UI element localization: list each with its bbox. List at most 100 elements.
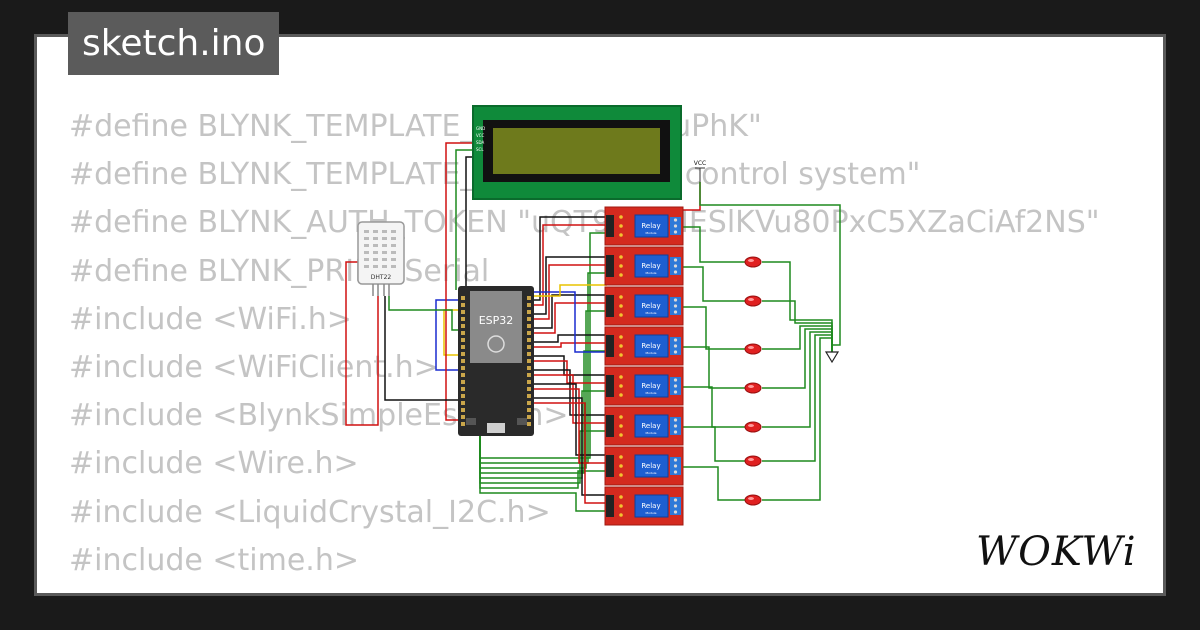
relay-header <box>606 335 614 357</box>
led-body <box>744 382 762 394</box>
wire <box>762 334 833 462</box>
led-highlight <box>748 458 754 461</box>
wire <box>530 302 607 334</box>
code-line: #include <time.h> <box>69 542 359 578</box>
leds <box>744 256 762 506</box>
board-label: ESP32 <box>479 314 514 327</box>
usb-port <box>487 423 505 433</box>
code-line: #include <DHT.h> <box>69 585 1100 593</box>
esp-pin <box>527 380 531 384</box>
terminal-screw <box>673 258 678 262</box>
esp-pin <box>461 352 465 356</box>
code-line: #include <Wire.h> <box>69 446 359 482</box>
led-highlight <box>748 385 754 388</box>
led-body <box>744 295 762 307</box>
led <box>744 382 762 394</box>
terminal-screw <box>673 510 678 514</box>
esp-pin <box>461 338 465 342</box>
grille-slot <box>382 265 387 268</box>
esp-pin <box>527 415 531 419</box>
sensor-label: DHT22 <box>371 274 392 281</box>
relay-pin <box>619 473 623 477</box>
esp-pin <box>461 303 465 307</box>
terminal-screw <box>673 390 678 394</box>
esp-pin <box>461 415 465 419</box>
wire <box>534 284 607 297</box>
terminal-screw <box>673 344 678 348</box>
esp-pin <box>527 317 531 321</box>
relay-label: Relay <box>641 262 660 270</box>
relay-sublabel: Module <box>646 431 657 435</box>
wire <box>384 296 458 401</box>
terminal-screw <box>673 378 678 382</box>
terminal-screw <box>673 310 678 314</box>
esp-pin <box>527 359 531 363</box>
wire <box>455 149 474 290</box>
relay-coil <box>634 334 669 358</box>
vcc-label: VCC <box>694 160 706 167</box>
vcc-symbol: VCC <box>694 160 706 182</box>
led-body <box>744 494 762 506</box>
code-line: #include <WiFiClient.h> <box>69 349 439 385</box>
grille-slot <box>391 265 396 268</box>
relay-header <box>606 375 614 397</box>
esp-pin <box>461 422 465 426</box>
relay-pin <box>619 344 623 348</box>
wire <box>534 294 607 329</box>
led <box>744 421 762 433</box>
relay-pin <box>619 513 623 517</box>
relay-pin <box>619 224 623 228</box>
wire <box>530 374 607 424</box>
terminal-screw <box>673 270 678 274</box>
wire <box>534 291 607 353</box>
led <box>744 343 762 355</box>
relay-pin <box>619 393 623 397</box>
wire <box>465 156 474 286</box>
relay-pin <box>619 273 623 277</box>
relay-label: Relay <box>641 462 660 470</box>
led <box>744 455 762 467</box>
esp-pin <box>527 310 531 314</box>
relay-label: Relay <box>641 342 660 350</box>
relay-sublabel: Module <box>646 471 657 475</box>
relay-header <box>606 215 614 237</box>
terminal-screw <box>673 384 678 388</box>
esp-pin <box>461 296 465 300</box>
wire <box>683 466 745 501</box>
esp-pin <box>527 303 531 307</box>
terminal-screw <box>673 298 678 302</box>
terminal-screw <box>673 350 678 354</box>
relay-header <box>606 415 614 437</box>
grille-slot <box>373 265 378 268</box>
grille-slot <box>391 258 396 261</box>
esp-pin <box>527 296 531 300</box>
esp-pin <box>461 373 465 377</box>
relay-pin <box>619 313 623 317</box>
grille-slot <box>373 251 378 254</box>
grille-slot <box>382 251 387 254</box>
esp-pin <box>461 380 465 384</box>
relay-coil <box>634 254 669 278</box>
terminal-screw <box>673 464 678 468</box>
grille-slot <box>364 265 369 268</box>
wire <box>530 402 607 504</box>
terminal-screw <box>673 224 678 228</box>
relay-coil <box>634 414 669 438</box>
led-body <box>744 343 762 355</box>
esp-pin <box>461 317 465 321</box>
wire <box>683 426 745 462</box>
led-highlight <box>748 259 754 262</box>
terminal-screw <box>673 264 678 268</box>
led-highlight <box>748 346 754 349</box>
relay-pin <box>619 215 623 219</box>
relay-pin <box>619 384 623 388</box>
relay-modules: RelayModuleRelayModuleRelayModuleRelayMo… <box>604 206 684 526</box>
lcd-pin-label: SCL <box>476 147 484 152</box>
relay-coil <box>634 214 669 238</box>
relay-label: Relay <box>641 382 660 390</box>
relay-pin <box>619 455 623 459</box>
esp-pin <box>461 394 465 398</box>
